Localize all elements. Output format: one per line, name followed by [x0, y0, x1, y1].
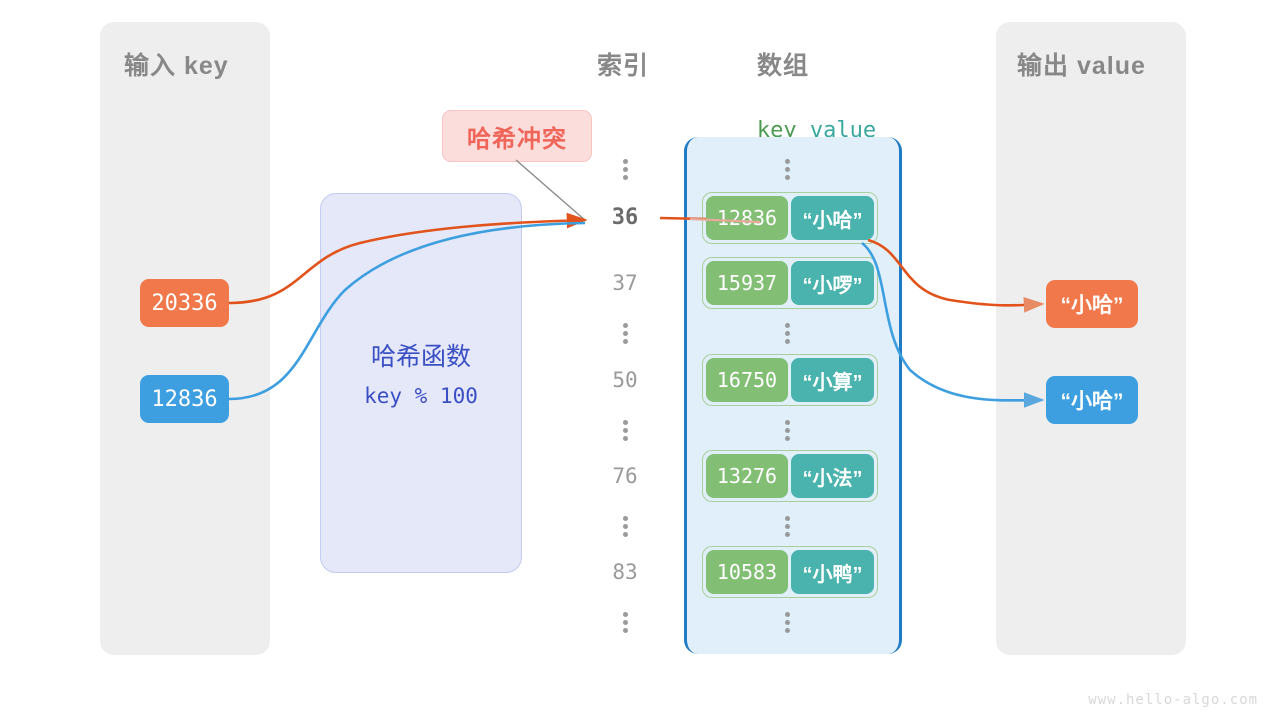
- watermark: www.hello-algo.com: [1088, 692, 1258, 708]
- output-value-panel: [996, 22, 1186, 655]
- hash-function-box: 哈希函数 key % 100: [320, 193, 522, 573]
- index-label-50: 50: [612, 368, 638, 392]
- pair-value-83: “小鸭”: [791, 550, 874, 594]
- output-value-label-0: “小哈”: [1060, 294, 1124, 317]
- output-panel-title: 输出 value: [1017, 52, 1146, 80]
- pair-value-76: “小法”: [791, 454, 874, 498]
- array-ellipsis-2: [785, 417, 795, 444]
- pair-key-50: 16750: [706, 358, 788, 402]
- pair-key-36: 12836: [706, 196, 788, 240]
- input-key-pill-0[interactable]: 20336: [140, 279, 229, 327]
- array-ellipsis-4: [785, 609, 795, 636]
- hash-function-name: 哈希函数: [370, 343, 471, 371]
- array-pair-50[interactable]: 16750 “小算”: [702, 354, 878, 406]
- output-value-pill-0[interactable]: “小哈”: [1046, 280, 1138, 328]
- pair-value-37: “小啰”: [791, 261, 874, 305]
- input-key-panel: [100, 22, 270, 655]
- pair-key-83: 10583: [706, 550, 788, 594]
- array-ellipsis-0: [785, 156, 795, 183]
- index-ellipsis-3: [623, 513, 633, 540]
- index-ellipsis-0: [623, 156, 633, 183]
- output-value-label-1: “小哈”: [1060, 390, 1124, 413]
- index-label-83: 83: [612, 560, 638, 584]
- index-ellipsis-4: [623, 609, 633, 636]
- index-label-36: 36: [611, 205, 639, 230]
- pair-value-36: “小哈”: [791, 196, 874, 240]
- input-panel-title: 输入 key: [124, 52, 229, 80]
- array-ellipsis-1: [785, 320, 795, 347]
- index-ellipsis-1: [623, 320, 633, 347]
- index-column-header: 索引: [597, 52, 650, 80]
- index-label-37: 37: [612, 271, 638, 295]
- index-label-76: 76: [612, 464, 638, 488]
- hash-collision-badge: 哈希冲突: [442, 110, 592, 162]
- index-ellipsis-2: [623, 417, 633, 444]
- array-pair-36[interactable]: 12836 “小哈”: [702, 192, 878, 244]
- output-value-pill-1[interactable]: “小哈”: [1046, 376, 1138, 424]
- pair-value-50: “小算”: [791, 358, 874, 402]
- pair-key-76: 13276: [706, 454, 788, 498]
- array-pair-83[interactable]: 10583 “小鸭”: [702, 546, 878, 598]
- input-key-label-0: 20336: [151, 290, 218, 316]
- input-key-pill-1[interactable]: 12836: [140, 375, 229, 423]
- array-ellipsis-3: [785, 513, 795, 540]
- array-column-header: 数组: [757, 52, 810, 80]
- collision-leader-line: [515, 159, 587, 222]
- array-pair-37[interactable]: 15937 “小啰”: [702, 257, 878, 309]
- hash-function-expression: key % 100: [364, 384, 478, 408]
- hash-collision-label: 哈希冲突: [467, 125, 567, 153]
- pair-key-37: 15937: [706, 261, 788, 305]
- array-pair-76[interactable]: 13276 “小法”: [702, 450, 878, 502]
- input-key-label-1: 12836: [151, 386, 218, 412]
